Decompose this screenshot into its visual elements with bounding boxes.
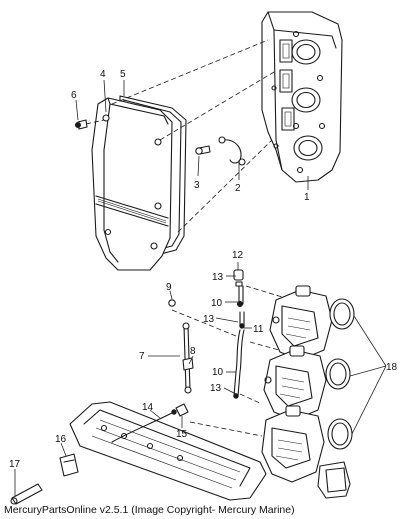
callout-10-lower: 10 <box>212 367 224 378</box>
callout-5: 5 <box>120 69 126 80</box>
part-carburetors <box>261 285 355 499</box>
assembly-alignment-lines <box>85 39 293 437</box>
callout-18: 18 <box>386 362 398 373</box>
callout-2: 2 <box>235 183 241 194</box>
part-air-box-cover <box>75 95 187 271</box>
callout-16: 16 <box>55 434 67 445</box>
callout-1: 1 <box>304 192 310 203</box>
callout-15: 15 <box>176 429 188 440</box>
part-fuel-lines <box>168 269 245 399</box>
callout-labels: 1 2 3 4 5 6 7 8 9 10 10 11 12 13 13 13 1… <box>9 69 398 470</box>
callout-12: 12 <box>232 250 244 261</box>
callout-14: 14 <box>142 402 154 413</box>
copyright-caption: MercuryPartsOnline v2.5.1 (Image Copyrig… <box>4 504 295 516</box>
callout-13-top: 13 <box>212 272 224 283</box>
callout-9: 9 <box>166 282 172 293</box>
callout-6: 6 <box>71 90 77 101</box>
part-intake-manifold <box>261 11 343 183</box>
callout-4: 4 <box>100 69 106 80</box>
callout-8: 8 <box>190 346 196 357</box>
callout-7: 7 <box>139 351 145 362</box>
part-clip-and-screw <box>195 136 246 166</box>
callout-10-upper: 10 <box>211 298 223 309</box>
callout-13-bottom: 13 <box>210 383 222 394</box>
callout-3: 3 <box>194 180 200 191</box>
callout-leaders <box>14 79 387 496</box>
callout-13-middle: 13 <box>203 314 215 325</box>
part-lower-bracket <box>10 401 267 505</box>
callout-17: 17 <box>9 459 21 470</box>
callout-11: 11 <box>253 324 264 335</box>
